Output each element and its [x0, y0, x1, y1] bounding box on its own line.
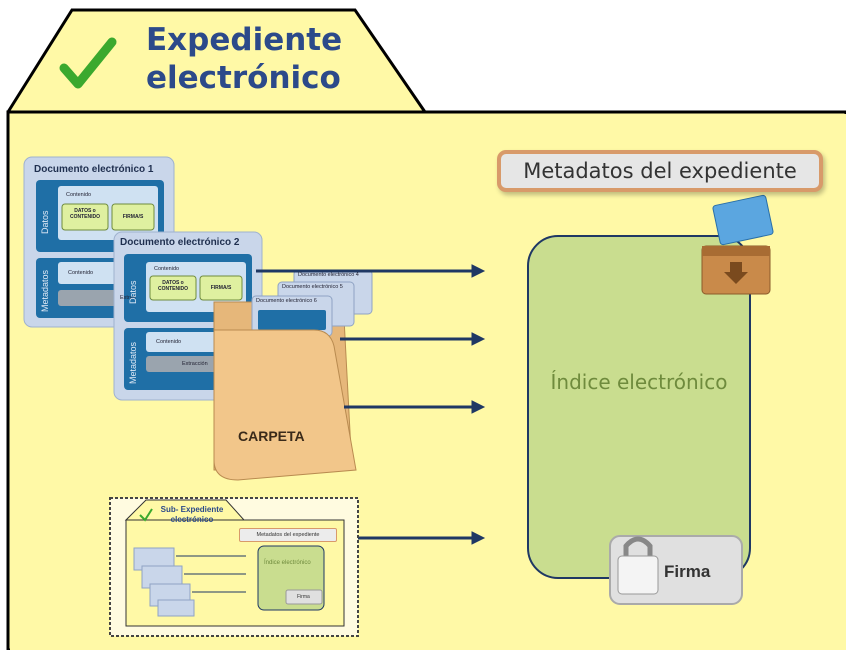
document-1-contenido: Contenido — [66, 192, 92, 198]
document-2-title: Documento electrónico 2 — [120, 237, 240, 248]
document-1-datos-label: Datos — [40, 210, 50, 234]
sub-expediente-firma: Firma — [297, 594, 310, 600]
document-2-contenido-meta: Contenido — [156, 339, 182, 345]
signature-label: Firma — [664, 562, 711, 581]
document-1-firmas: FIRMA/S — [122, 214, 144, 220]
document-2-extra: Extracción — [182, 361, 208, 367]
sub-expediente-title: Sub- Expediente electrónico — [160, 505, 224, 524]
index-label: Índice electrónico — [550, 370, 728, 394]
check-icon — [59, 37, 117, 89]
title-line-1: Expediente — [146, 22, 343, 58]
small-doc-4-title: Documento electrónico 4 — [298, 272, 359, 278]
document-1-metadatos-label: Metadatos — [40, 269, 50, 312]
document-2-contenido: Contenido — [154, 266, 180, 272]
document-2-datos-contenido: DATOS o CONTENIDO — [158, 280, 188, 292]
arrow-1 — [256, 264, 486, 278]
folder-label: CARPETA — [238, 428, 305, 444]
document-1-extra: Extras — [120, 295, 136, 301]
document-2-firmas: FIRMA/S — [210, 285, 232, 291]
folder-graphic — [213, 269, 373, 481]
document-2-metadatos-label: Metadatos — [128, 341, 138, 384]
lock-icon — [617, 536, 659, 595]
document-1-contenido-meta: Contenido — [68, 270, 94, 276]
metadata-box: Metadatos del expediente — [497, 150, 823, 192]
arrow-4 — [352, 531, 486, 545]
sub-expediente-index: Índice electrónico — [264, 560, 311, 566]
small-doc-5-title: Documento electrónico 5 — [282, 284, 343, 290]
sub-expediente-frame — [109, 497, 359, 637]
arrow-3 — [344, 400, 486, 414]
arrow-2 — [340, 332, 486, 346]
title-line-2: electrónico — [146, 60, 341, 96]
document-2-datos-label: Datos — [128, 280, 138, 304]
document-1-title: Documento electrónico 1 — [34, 164, 154, 175]
document-1-datos-contenido: DATOS o CONTENIDO — [70, 208, 100, 220]
small-doc-6-title: Documento electrónico 6 — [256, 298, 317, 304]
archive-box-icon — [701, 194, 774, 295]
sub-expediente-metadata: Metadatos del expediente — [239, 528, 337, 542]
document-2-card — [113, 231, 263, 401]
header-tab — [6, 8, 427, 113]
